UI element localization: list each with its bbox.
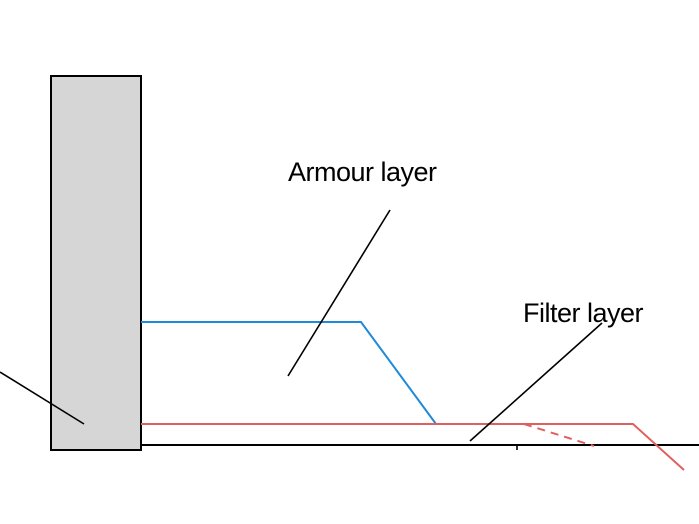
filter-layer-profile	[141, 423, 685, 471]
armour-layer-profile	[141, 321, 437, 425]
wall-structure	[50, 75, 142, 451]
armour-leader-line	[287, 209, 391, 377]
filter-layer-label: Filter layer	[523, 298, 644, 328]
filter-layer-dashed-slope	[523, 423, 595, 447]
wall-leader-line	[0, 371, 85, 425]
armour-layer-label: Armour layer	[288, 157, 437, 187]
filter-leader-line	[469, 322, 603, 442]
